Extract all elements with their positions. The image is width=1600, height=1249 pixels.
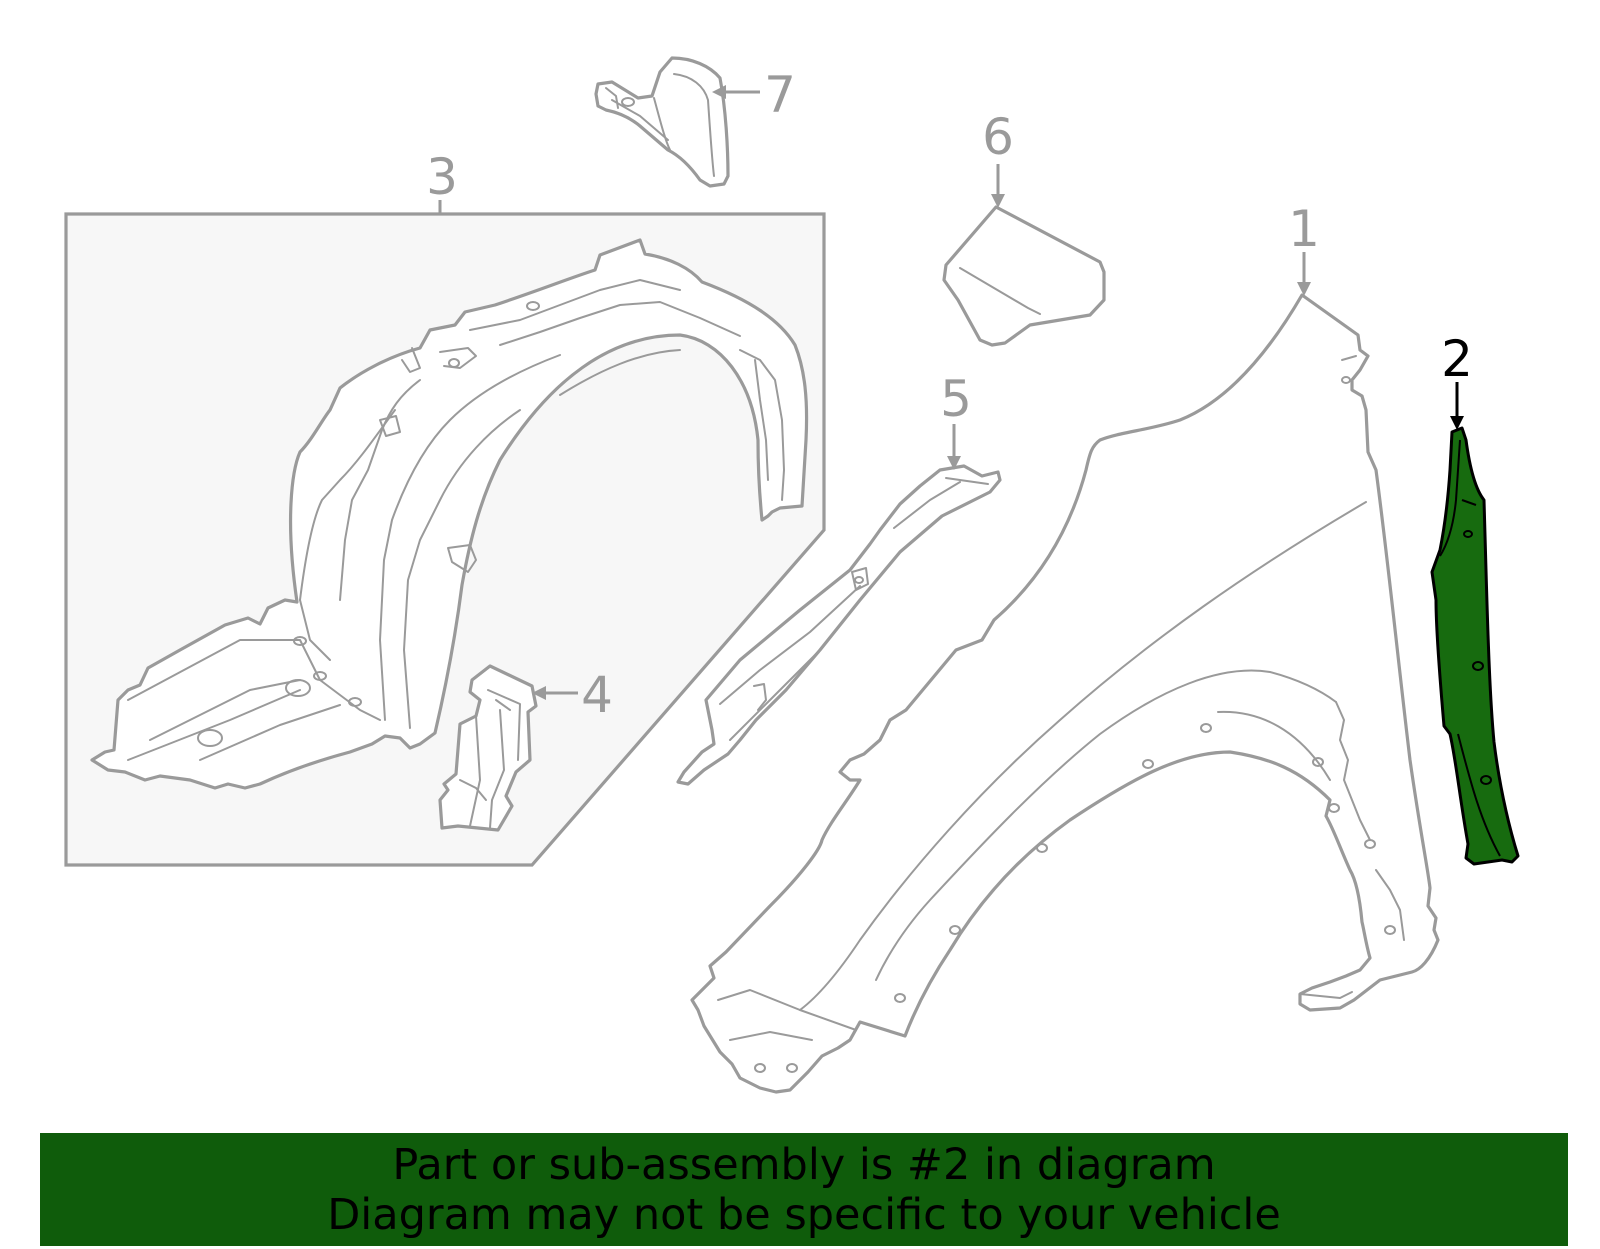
- callout-5[interactable]: 5: [940, 370, 972, 428]
- callout-1[interactable]: 1: [1288, 200, 1320, 258]
- fender-liner[interactable]: [90, 238, 809, 790]
- callout-7[interactable]: 7: [764, 66, 796, 124]
- info-banner: Part or sub-assembly is #2 in diagram Di…: [40, 1133, 1568, 1246]
- callout-3[interactable]: 3: [426, 148, 458, 206]
- upper-rail-bracket[interactable]: [676, 464, 1002, 786]
- callout-2[interactable]: 2: [1441, 330, 1473, 388]
- callout-6[interactable]: 6: [982, 108, 1014, 166]
- liner-bracket[interactable]: [438, 664, 538, 832]
- callout-labels: 1 2 3 4 5 6 7: [426, 66, 1473, 724]
- banner-line-2: Diagram may not be specific to your vehi…: [327, 1189, 1281, 1240]
- callout-4[interactable]: 4: [581, 666, 613, 724]
- fender[interactable]: [690, 293, 1440, 1094]
- fender-brace[interactable]: [594, 56, 730, 188]
- leader-lines: [438, 85, 1464, 700]
- fender-insulator[interactable]: [942, 205, 1106, 347]
- banner-line-1: Part or sub-assembly is #2 in diagram: [392, 1139, 1216, 1190]
- fender-seal[interactable]: [1430, 426, 1520, 866]
